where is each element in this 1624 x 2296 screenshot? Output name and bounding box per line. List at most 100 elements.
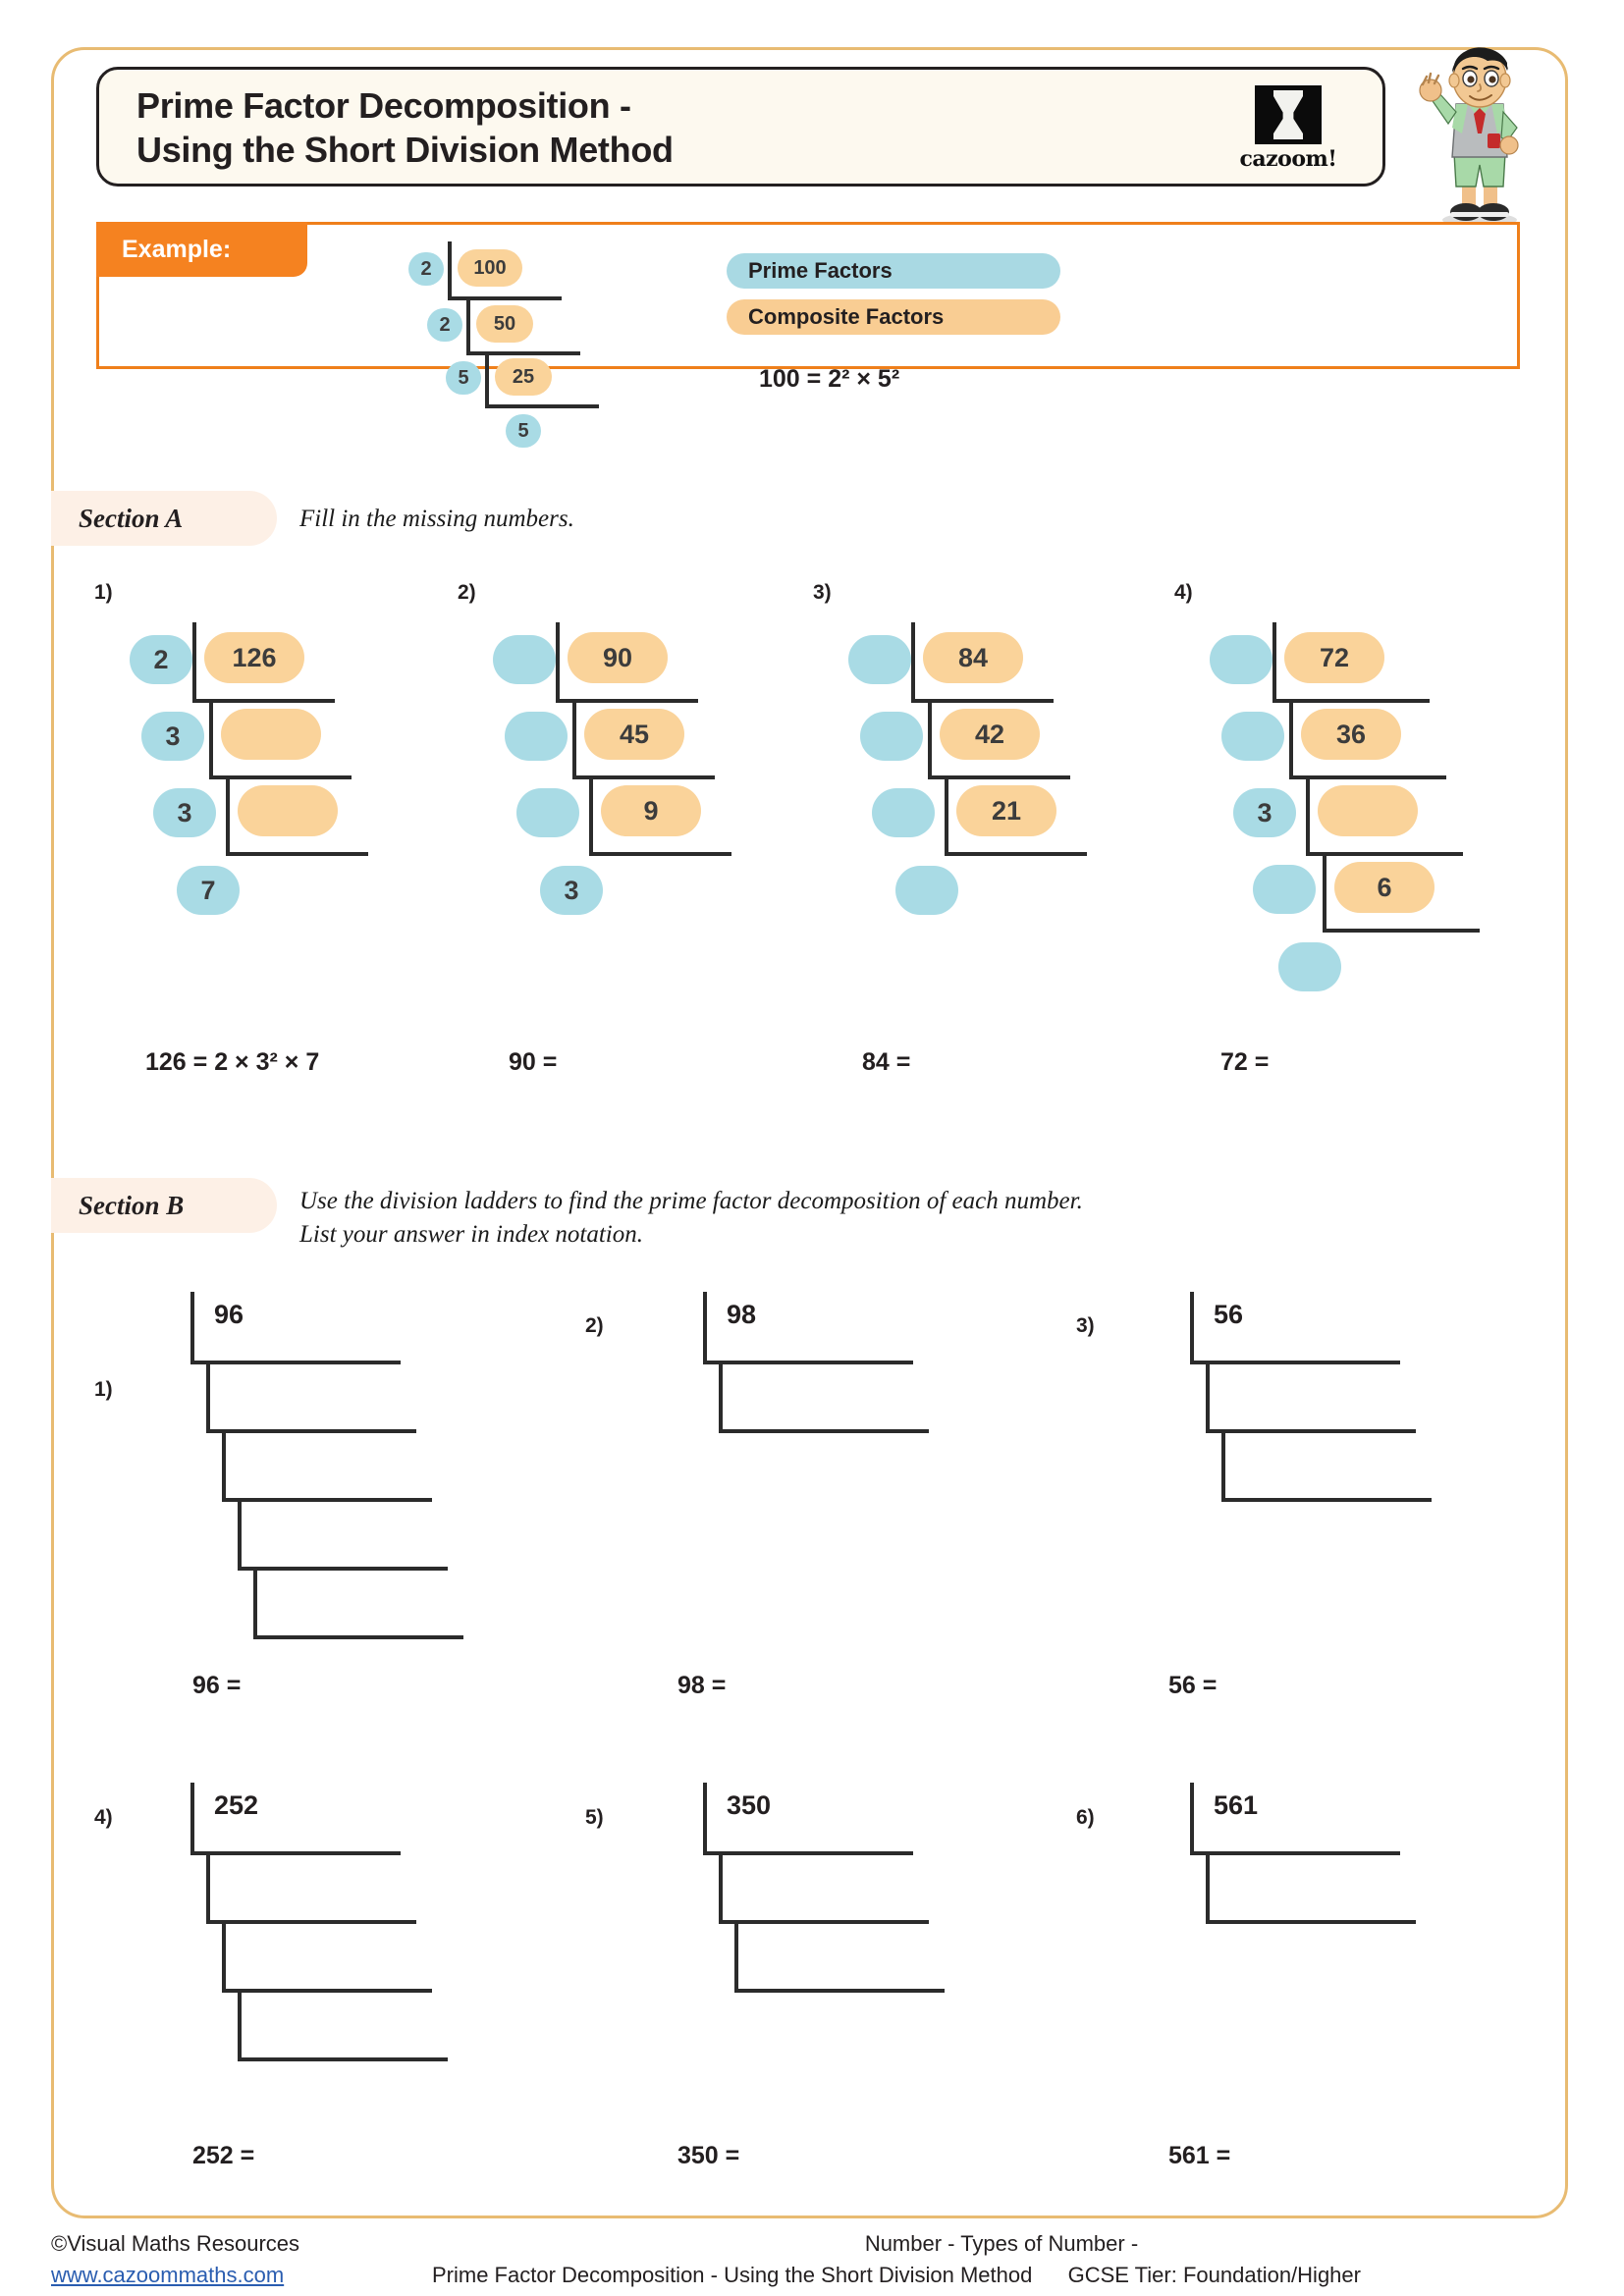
section-b-q3-answer: 56 = [1168, 1672, 1218, 1699]
sa-q1-divisor-2[interactable]: 3 [141, 712, 204, 761]
section-b-tag: Section B [51, 1178, 277, 1233]
ladder-hline [190, 1851, 401, 1855]
section-b-q2-start-value: 98 [727, 1300, 757, 1329]
sa-q2-quotient-3[interactable]: 9 [601, 785, 701, 836]
sa-q2-divisor-2[interactable] [505, 712, 568, 761]
ladder-vline [572, 699, 576, 777]
ladder-vline [222, 1429, 226, 1500]
section-b-q5-ladder: 350 [699, 1783, 1023, 2008]
example-final-factor: 5 [506, 414, 541, 448]
ladder-hline [206, 1920, 416, 1924]
sa-q1-final-factor[interactable]: 7 [177, 866, 240, 915]
section-a-description: Fill in the missing numbers. [299, 506, 574, 532]
ladder-hline [703, 1851, 913, 1855]
footer-topic-line-2: Prime Factor Decomposition - Using the S… [432, 2262, 1033, 2287]
section-a-q1-answer: 126 = 2 × 3² × 7 [145, 1048, 320, 1076]
ladder-vline [190, 1292, 194, 1362]
sa-q3-quotient-1[interactable]: 84 [923, 632, 1023, 683]
sa-q3-divisor-1[interactable] [848, 635, 911, 684]
sa-q3-quotient-3[interactable]: 21 [956, 785, 1056, 836]
sa-q2-divisor-3[interactable] [516, 788, 579, 837]
ladder-vline [1206, 1851, 1210, 1922]
ladder-hline [1221, 1498, 1432, 1502]
ladder-hline [572, 775, 715, 779]
section-b-q2-answer: 98 = [677, 1672, 727, 1699]
sa-q4-divisor-1[interactable] [1210, 635, 1272, 684]
section-a-q3-number: 3) [813, 581, 832, 604]
footer-credit: ©Visual Maths Resources www.cazoommaths.… [51, 2228, 299, 2291]
section-b-q1-number: 1) [94, 1378, 113, 1401]
title-banner: Prime Factor Decomposition - Using the S… [96, 67, 1385, 187]
sa-q1-quotient-2[interactable] [221, 709, 321, 760]
sa-q4-divisor-4[interactable] [1253, 865, 1316, 914]
example-quotient-3: 25 [495, 358, 552, 396]
sa-q2-final-factor[interactable]: 3 [540, 866, 603, 915]
ladder-vline [1272, 622, 1276, 701]
ladder-hline [945, 852, 1087, 856]
page-footer: ©Visual Maths Resources www.cazoommaths.… [0, 2226, 1624, 2296]
footer-website-link[interactable]: www.cazoommaths.com [51, 2262, 285, 2287]
ladder-hline [222, 1498, 432, 1502]
page-title: Prime Factor Decomposition - Using the S… [136, 83, 1217, 173]
example-quotient-1: 100 [458, 249, 522, 287]
sa-q3-divisor-2[interactable] [860, 712, 923, 761]
sa-q4-quotient-2[interactable]: 36 [1301, 709, 1401, 760]
sa-q1-quotient-1[interactable]: 126 [204, 632, 304, 683]
student-mascot-icon [1411, 43, 1539, 230]
section-b-q4-start-value: 252 [214, 1790, 259, 1820]
sa-q4-quotient-1[interactable]: 72 [1284, 632, 1384, 683]
worksheet-frame [51, 47, 1568, 2218]
sa-q2-divisor-1[interactable] [493, 635, 556, 684]
ladder-vline [238, 1498, 242, 1569]
footer-topic-line-1: Number - Types of Number - [864, 2231, 1139, 2256]
section-b-q5-start-value: 350 [727, 1790, 772, 1820]
ladder-hline [238, 1567, 448, 1571]
sa-q1-divisor-1[interactable]: 2 [130, 635, 192, 684]
ladder-vline [209, 699, 213, 777]
sa-q4-quotient-3[interactable] [1318, 785, 1418, 836]
sa-q4-final-factor[interactable] [1278, 942, 1341, 991]
ladder-hline [589, 852, 731, 856]
sa-q3-final-factor[interactable] [895, 866, 958, 915]
section-b-q5-answer: 350 = [677, 2142, 740, 2169]
ladder-vline [719, 1851, 723, 1922]
example-divisor-1: 2 [408, 252, 444, 286]
sa-q3-divisor-3[interactable] [872, 788, 935, 837]
ladder-hline [1306, 852, 1463, 856]
section-a-q1-ladder: 2 126 3 3 7 [94, 609, 408, 1001]
ladder-vline [911, 622, 915, 701]
section-b-description: Use the division ladders to find the pri… [299, 1185, 1409, 1252]
sa-q1-quotient-3[interactable] [238, 785, 338, 836]
ladder-vline [190, 1783, 194, 1853]
ladder-hline [448, 296, 562, 300]
cazoom-logo: cazoom! [1229, 85, 1347, 176]
ladder-hline [1190, 1851, 1400, 1855]
sa-q4-divisor-3[interactable]: 3 [1233, 788, 1296, 837]
legend-composite-factors: Composite Factors [727, 299, 1060, 335]
section-b-q4-answer: 252 = [192, 2142, 255, 2169]
sa-q4-quotient-4[interactable]: 6 [1334, 862, 1435, 913]
footer-topic: Number - Types of Number - Prime Factor … [432, 2228, 1571, 2291]
section-a-q4-number: 4) [1174, 581, 1193, 604]
ladder-hline [222, 1989, 432, 1993]
ladder-hline [911, 699, 1054, 703]
section-b-q1-ladder: 96 [187, 1292, 511, 1639]
section-a-q1-number: 1) [94, 581, 113, 604]
section-a-tag: Section A [51, 491, 277, 546]
sa-q2-quotient-1[interactable]: 90 [568, 632, 668, 683]
footer-copyright: ©Visual Maths Resources [51, 2231, 300, 2256]
sa-q2-quotient-2[interactable]: 45 [584, 709, 684, 760]
sa-q3-quotient-2[interactable]: 42 [940, 709, 1040, 760]
ladder-vline [238, 1989, 242, 2059]
ladder-vline [719, 1361, 723, 1431]
ladder-hline [253, 1635, 463, 1639]
ladder-hline [209, 775, 352, 779]
example-divisor-3: 5 [446, 361, 481, 395]
page-title-line-2: Using the Short Division Method [136, 130, 674, 171]
ladder-vline [1289, 699, 1293, 777]
ladder-hline [190, 1361, 401, 1364]
sa-q1-divisor-3[interactable]: 3 [153, 788, 216, 837]
sa-q4-divisor-2[interactable] [1221, 712, 1284, 761]
ladder-vline [222, 1920, 226, 1991]
